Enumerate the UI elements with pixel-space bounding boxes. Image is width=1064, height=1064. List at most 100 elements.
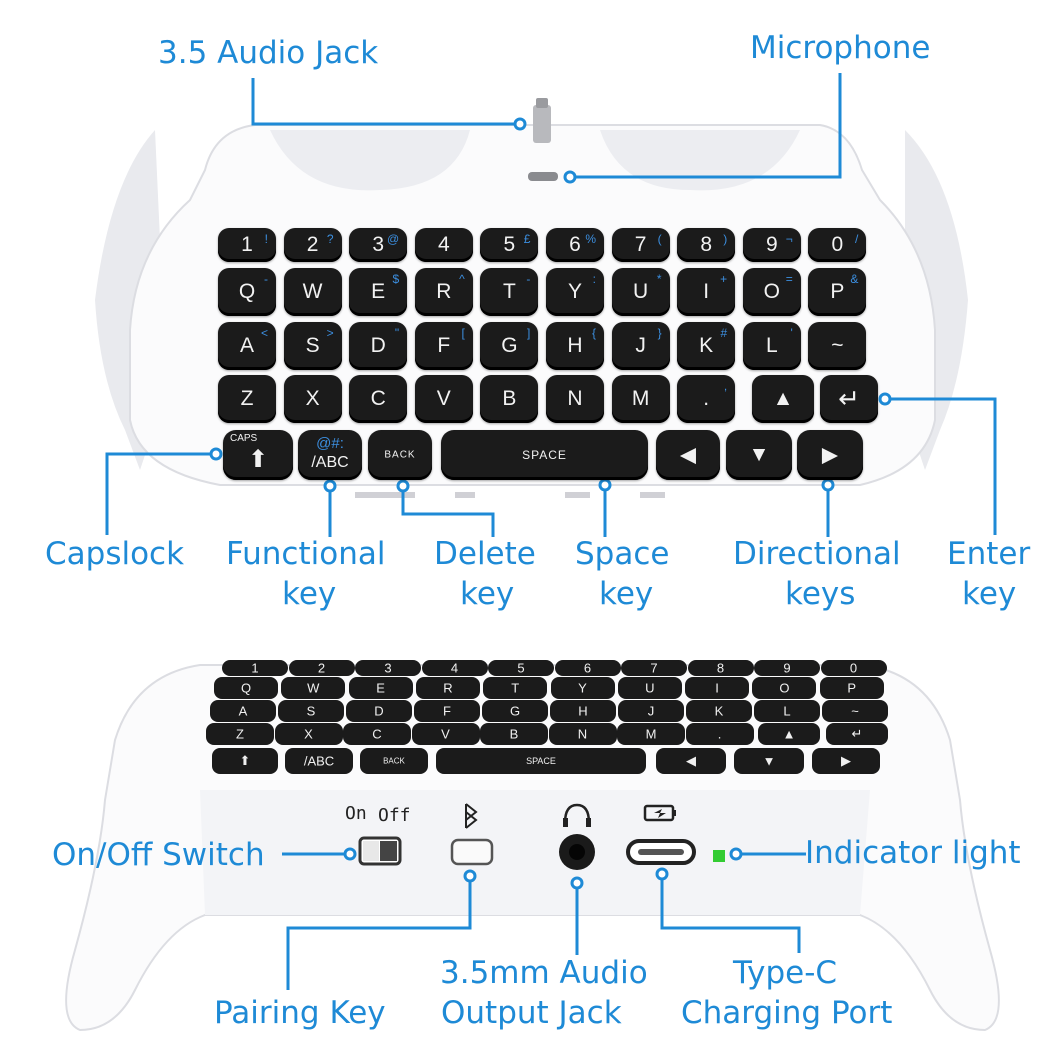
- small-key-4-3[interactable]: C: [343, 723, 411, 745]
- space-key-small[interactable]: SPACE: [436, 748, 646, 774]
- left-arrow-key[interactable]: ◀: [656, 430, 720, 480]
- small-key-1-8[interactable]: 8: [687, 660, 754, 676]
- small-key-2-10[interactable]: P: [819, 677, 884, 699]
- enter-key[interactable]: ↵: [820, 375, 878, 423]
- key-main-label: A: [239, 334, 254, 357]
- small-key-3-1[interactable]: A: [210, 700, 276, 722]
- small-key-2-1[interactable]: Q: [214, 677, 278, 699]
- small-key-4-4[interactable]: V: [411, 723, 480, 745]
- small-key-1-10[interactable]: 0: [820, 660, 887, 676]
- key-4-7[interactable]: M: [611, 375, 670, 423]
- caps-key[interactable]: CAPS ⬆: [223, 430, 293, 480]
- key-1-4[interactable]: 4: [414, 228, 473, 262]
- small-key-3-2[interactable]: S: [278, 700, 344, 722]
- small-key-1-6[interactable]: 6: [554, 660, 621, 676]
- small-key-2-8[interactable]: I: [685, 677, 750, 699]
- up-arrow-key-small[interactable]: ▲: [758, 723, 820, 745]
- key-2-2[interactable]: W: [283, 268, 342, 316]
- key-3-4[interactable]: F[: [414, 322, 473, 370]
- key-4-4[interactable]: V: [414, 375, 473, 423]
- key-4-3[interactable]: C: [349, 375, 408, 423]
- key-1-6[interactable]: 6%: [546, 228, 604, 262]
- right-arrow-key[interactable]: ▶: [797, 430, 863, 480]
- key-2-1[interactable]: Q-: [218, 268, 276, 316]
- small-key-3-4[interactable]: F: [414, 700, 480, 722]
- small-key-4-6[interactable]: N: [548, 723, 617, 745]
- key-alt-label: !: [264, 232, 268, 246]
- small-key-2-5[interactable]: T: [483, 677, 548, 699]
- small-key-label: X: [304, 726, 313, 742]
- small-key-2-3[interactable]: E: [348, 677, 413, 699]
- key-2-9[interactable]: O=: [742, 268, 801, 316]
- key-3-8[interactable]: K#: [677, 322, 736, 370]
- key-1-2[interactable]: 2?: [283, 228, 342, 262]
- key-3-5[interactable]: G]: [480, 322, 539, 370]
- function-key[interactable]: @#: /ABC: [298, 430, 362, 480]
- key-3-3[interactable]: D": [349, 322, 408, 370]
- key-2-8[interactable]: I+: [677, 268, 736, 316]
- key-4-8[interactable]: .,: [677, 375, 736, 423]
- key-3-1[interactable]: A<: [218, 322, 276, 370]
- key-2-5[interactable]: T-: [480, 268, 539, 316]
- small-key-3-9[interactable]: L: [754, 700, 820, 722]
- key-1-1[interactable]: 1!: [218, 228, 276, 262]
- small-key-2-6[interactable]: Y: [550, 677, 615, 699]
- small-key-label: S: [306, 703, 316, 719]
- key-2-6[interactable]: Y:: [546, 268, 604, 316]
- small-key-3-10[interactable]: ~: [822, 700, 888, 722]
- small-key-4-8[interactable]: .: [685, 723, 754, 745]
- small-key-3-5[interactable]: G: [482, 700, 548, 722]
- right-arrow-key-small[interactable]: ▶: [812, 748, 880, 774]
- small-key-4-1[interactable]: Z: [206, 723, 274, 745]
- key-1-8[interactable]: 8): [677, 228, 736, 262]
- small-key-1-9[interactable]: 9: [754, 660, 820, 676]
- key-1-3[interactable]: 3@: [349, 228, 408, 262]
- enter-key-small[interactable]: ↵: [826, 723, 888, 745]
- key-3-7[interactable]: J}: [611, 322, 670, 370]
- key-4-6[interactable]: N: [546, 375, 604, 423]
- small-key-4-7[interactable]: M: [617, 723, 685, 745]
- indicator-light-led: [713, 850, 725, 862]
- small-key-2-9[interactable]: O: [752, 677, 817, 699]
- up-arrow-key[interactable]: ▲: [752, 375, 814, 423]
- key-3-2[interactable]: S>: [283, 322, 342, 370]
- small-key-2-7[interactable]: U: [617, 677, 682, 699]
- small-key-1-3[interactable]: 3: [355, 660, 421, 676]
- small-key-4-5[interactable]: B: [480, 723, 548, 745]
- down-arrow-key[interactable]: ▼: [726, 430, 792, 480]
- key-2-7[interactable]: U*: [611, 268, 670, 316]
- key-3-9[interactable]: L': [742, 322, 801, 370]
- small-key-1-7[interactable]: 7: [621, 660, 687, 676]
- small-key-2-4[interactable]: R: [415, 677, 480, 699]
- back-key[interactable]: BACK: [368, 430, 432, 480]
- down-arrow-key-small[interactable]: ▼: [734, 748, 804, 774]
- small-key-1-2[interactable]: 2: [288, 660, 355, 676]
- key-1-9[interactable]: 9¬: [742, 228, 801, 262]
- key-4-1[interactable]: Z: [218, 375, 276, 423]
- small-key-3-3[interactable]: D: [346, 700, 412, 722]
- key-4-5[interactable]: B: [480, 375, 539, 423]
- small-key-1-1[interactable]: 1: [222, 660, 288, 676]
- space-key[interactable]: SPACE: [441, 430, 648, 480]
- key-1-5[interactable]: 5£: [480, 228, 539, 262]
- key-alt-label: +: [720, 272, 728, 286]
- key-4-2[interactable]: X: [283, 375, 342, 423]
- small-key-2-2[interactable]: W: [281, 677, 346, 699]
- function-key-small[interactable]: /ABC: [285, 748, 353, 774]
- small-key-3-7[interactable]: J: [618, 700, 684, 722]
- back-key-small[interactable]: BACK: [360, 748, 428, 774]
- key-1-10[interactable]: 0/: [808, 228, 867, 262]
- key-1-7[interactable]: 7(: [611, 228, 670, 262]
- key-2-4[interactable]: R^: [414, 268, 473, 316]
- key-3-10[interactable]: ~: [808, 322, 867, 370]
- left-arrow-key-small[interactable]: ◀: [656, 748, 726, 774]
- key-3-6[interactable]: H{: [546, 322, 604, 370]
- small-key-1-4[interactable]: 4: [421, 660, 488, 676]
- key-2-3[interactable]: E$: [349, 268, 408, 316]
- small-key-3-6[interactable]: H: [550, 700, 616, 722]
- small-key-4-2[interactable]: X: [274, 723, 343, 745]
- small-key-3-8[interactable]: K: [686, 700, 752, 722]
- key-2-10[interactable]: P&: [808, 268, 867, 316]
- caps-key-small[interactable]: ⬆: [212, 748, 278, 774]
- small-key-1-5[interactable]: 5: [488, 660, 554, 676]
